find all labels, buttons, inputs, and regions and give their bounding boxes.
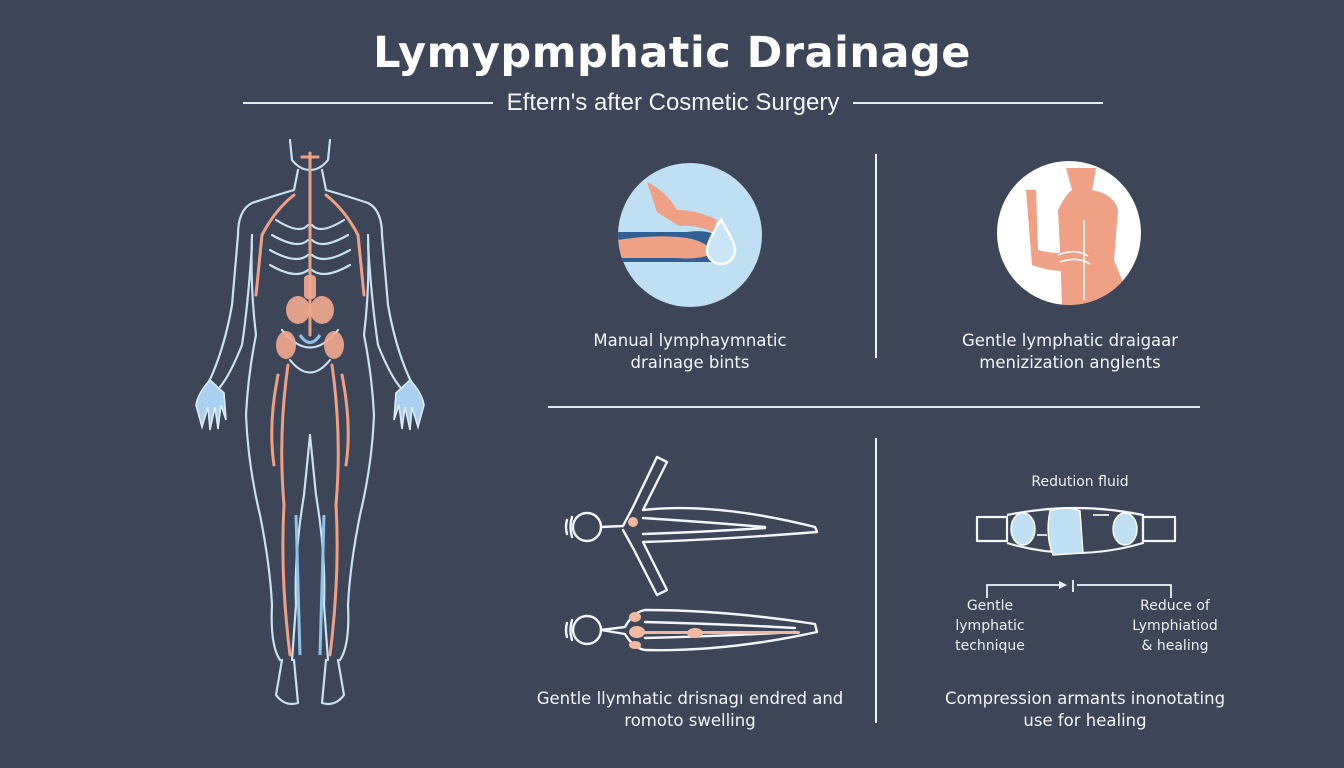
label-line: technique: [955, 638, 1025, 654]
diagram-title: Redution fluid: [1031, 474, 1129, 490]
label-line: Reduce of: [1140, 598, 1210, 614]
subtitle-rule-left: [243, 102, 493, 104]
hands-massage-water-drop-icon: [618, 163, 762, 307]
caption-line: Compression armants inonotating: [944, 689, 1226, 708]
torso-hand-massage-icon: [997, 161, 1141, 305]
subtitle-row: Eftern's after Cosmetic Surgery: [243, 88, 1104, 118]
page-subtitle: Eftern's after Cosmetic Surgery: [506, 89, 840, 116]
label-line: lymphatic: [955, 618, 1025, 634]
vertical-divider-bottom: [875, 438, 877, 723]
label-line: Gentle: [966, 598, 1014, 614]
compression-garment-diagram-icon: [975, 506, 1177, 556]
caption-line: Gentle lymphatic draigaar: [961, 331, 1179, 350]
panel-lying-figures-caption: Gentle llymhatic drisnagı endred and rom…: [500, 688, 880, 732]
caption-line: use for healing: [1023, 711, 1147, 730]
panel-compression-caption: Compression armants inonotating use for …: [915, 688, 1255, 732]
arrow-connector: [986, 580, 1172, 598]
left-label: Gentle lymphatic technique: [935, 596, 1045, 656]
vertical-divider-top: [875, 154, 877, 358]
human-body-lymphatic-icon: [195, 138, 425, 706]
label-line: Lymphiatiod: [1132, 618, 1218, 634]
panel-manual-drainage-caption: Manual lymphaymnatic drainage bints: [560, 330, 820, 374]
caption-line: drainage bints: [630, 353, 750, 372]
horizontal-divider: [548, 406, 1200, 408]
lying-body-outline-icon: [564, 455, 819, 652]
caption-line: menizization anglents: [979, 353, 1161, 372]
caption-line: romoto swelling: [624, 711, 756, 730]
label-line: & healing: [1141, 638, 1209, 654]
right-label: Reduce of Lymphiatiod & healing: [1115, 596, 1235, 656]
subtitle-rule-right: [853, 102, 1104, 104]
page-title: Lymypmphatic Drainage: [373, 28, 971, 78]
caption-line: Manual lymphaymnatic: [593, 331, 787, 350]
panel-gentle-drainage-caption: Gentle lymphatic draigaar menizization a…: [940, 330, 1200, 374]
caption-line: Gentle llymhatic drisnagı endred and: [536, 689, 844, 708]
